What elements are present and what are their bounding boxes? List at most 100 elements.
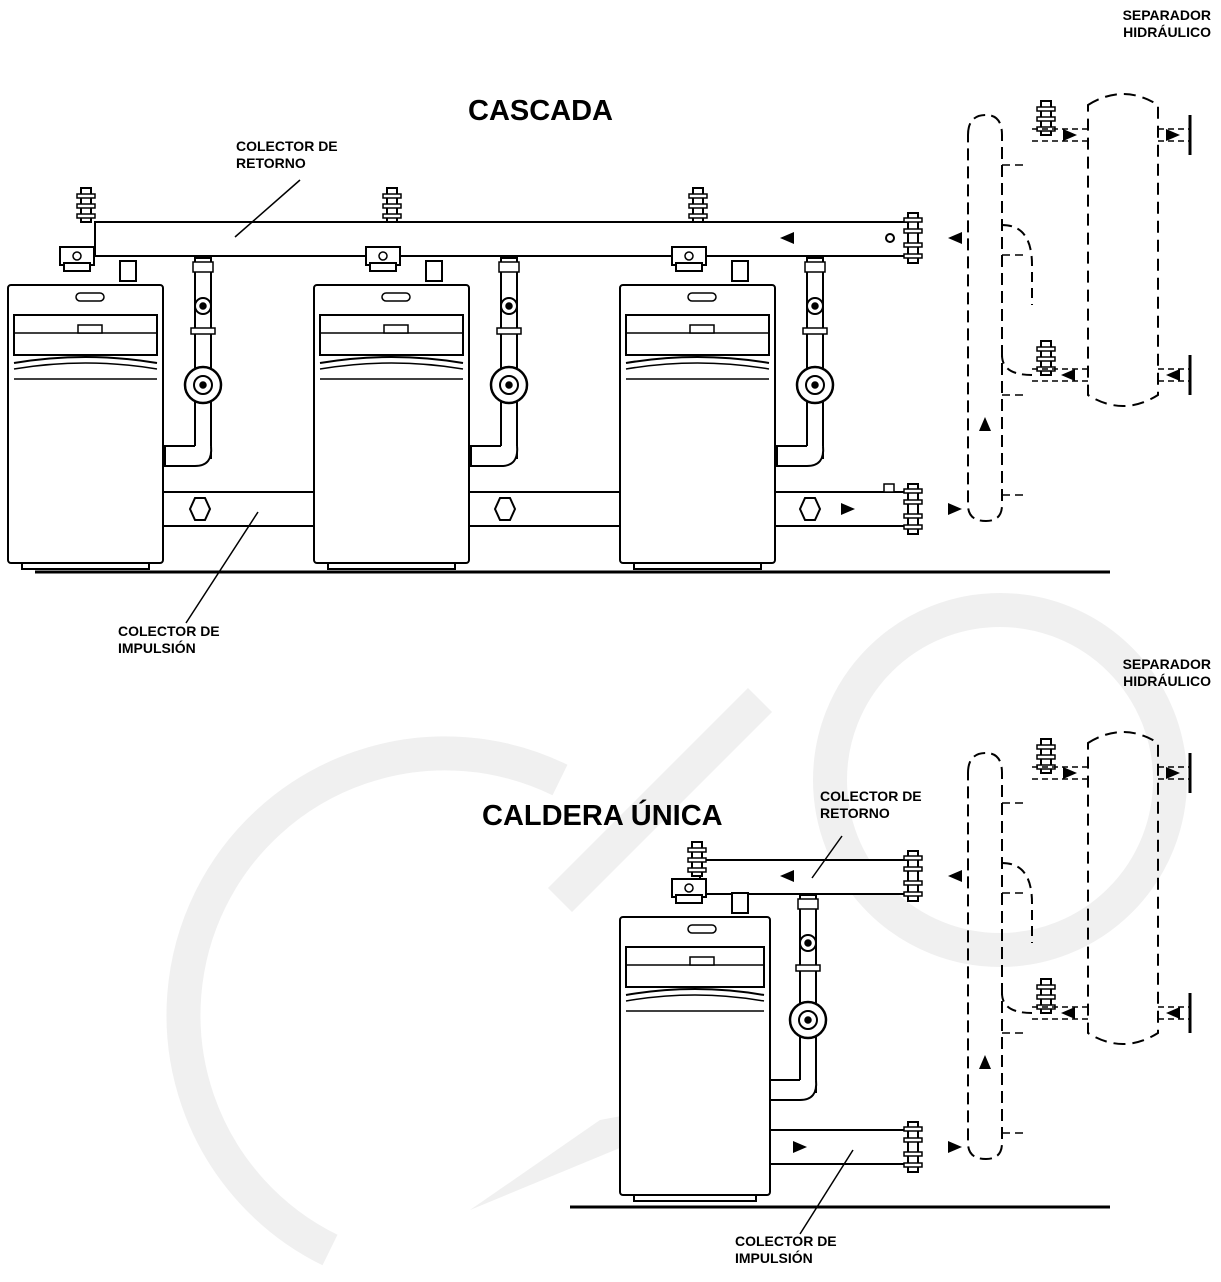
pump-group-2 xyxy=(470,257,529,467)
boiler-control-panel xyxy=(625,946,765,988)
distributor-outline xyxy=(967,751,1003,1161)
hex-nipple xyxy=(493,497,517,521)
pump-union xyxy=(795,964,821,972)
flange-bolt xyxy=(903,488,923,494)
hex-nipple xyxy=(798,497,822,521)
flange-bolt xyxy=(903,253,923,259)
pump-group-1 xyxy=(164,257,223,467)
circulator-pump-core xyxy=(199,381,207,389)
flow-arrow xyxy=(1063,129,1077,141)
label-line: COLECTOR DE xyxy=(118,623,220,639)
valve-bolt xyxy=(1036,356,1056,362)
valve-bolt xyxy=(76,193,96,199)
return-air-vent xyxy=(76,187,96,223)
boiler-base xyxy=(633,562,762,570)
flange-bolt xyxy=(903,1162,923,1168)
flange-bolt xyxy=(903,242,923,248)
flow-arrow xyxy=(780,870,794,882)
boiler-base xyxy=(327,562,456,570)
cascade-separator xyxy=(967,93,1192,523)
pump-pipe xyxy=(194,257,212,459)
boiler-door-curve xyxy=(13,356,158,364)
boiler-neck xyxy=(369,262,397,272)
valve-bolt xyxy=(382,213,402,219)
single-supply-flange xyxy=(903,1121,923,1173)
cascade-return-collector-label: COLECTOR DE RETORNO xyxy=(236,138,338,172)
pump-elbow xyxy=(470,445,519,467)
valve-bolt xyxy=(76,213,96,219)
return-air-vent xyxy=(382,187,402,223)
cascade-title: CASCADA xyxy=(468,95,613,127)
pump-elbow xyxy=(164,445,213,467)
return-loop xyxy=(1001,862,1033,943)
boiler-door-curve xyxy=(625,988,765,996)
cascade-section xyxy=(7,93,1192,624)
boiler-2 xyxy=(313,246,470,570)
single-air-vent xyxy=(687,841,707,877)
return-loop xyxy=(1001,992,1033,1014)
flange-plate xyxy=(907,483,919,535)
flow-arrow xyxy=(948,870,962,882)
separator-inlet-valve xyxy=(1036,340,1056,376)
flow-arrow xyxy=(841,503,855,515)
boiler-logo xyxy=(381,292,411,302)
boiler-logo xyxy=(75,292,105,302)
single-return-flange xyxy=(903,850,923,902)
flow-arrow xyxy=(780,232,794,244)
flow-arrow xyxy=(1166,1007,1180,1019)
flow-arrow xyxy=(948,232,962,244)
label-line: COLECTOR DE xyxy=(820,788,922,804)
flange-bolt xyxy=(903,513,923,519)
separator-body xyxy=(1087,731,1159,1045)
pump-fitting xyxy=(797,898,819,910)
boiler-base xyxy=(21,562,150,570)
label-line: IMPULSIÓN xyxy=(735,1250,813,1266)
pump-elbow xyxy=(769,1079,818,1101)
boiler-door-curve xyxy=(625,994,765,1002)
flange-bolt xyxy=(903,891,923,897)
boiler-control-panel xyxy=(625,314,770,356)
boiler-display xyxy=(383,324,409,334)
pump-union xyxy=(802,327,828,335)
boiler-outlet xyxy=(425,260,443,282)
valve-bolt xyxy=(76,203,96,209)
flange-bolt xyxy=(903,1137,923,1143)
valve-bolt xyxy=(1036,984,1056,990)
return-loop xyxy=(1001,224,1033,305)
pump-fitting xyxy=(498,261,520,273)
flange-bolt xyxy=(903,499,923,505)
pump-pipe xyxy=(806,257,824,459)
flange-bolt xyxy=(903,855,923,861)
circulator-pump-core xyxy=(505,381,513,389)
boiler-neck xyxy=(675,262,703,272)
boiler-door-curve xyxy=(625,362,770,370)
return-flange xyxy=(903,212,923,264)
label-line: COLECTOR DE xyxy=(735,1233,837,1249)
flow-arrow xyxy=(948,503,962,515)
boiler-outlet xyxy=(731,892,749,914)
single-supply-collector-label: COLECTOR DE IMPULSIÓN xyxy=(735,1233,837,1267)
cascade-separator-label: SEPARADOR HIDRÁULICO xyxy=(1123,7,1211,41)
boiler-3 xyxy=(619,246,776,570)
separator-inlet-valve xyxy=(1036,738,1056,774)
flange-bolt xyxy=(903,866,923,872)
flange-bolt xyxy=(903,880,923,886)
flow-arrow xyxy=(1166,129,1180,141)
boiler-logo xyxy=(687,924,717,934)
single-return-pipe xyxy=(699,859,911,895)
flange-bolt xyxy=(903,524,923,530)
valve-bolt xyxy=(688,213,708,219)
label-line: SEPARADOR xyxy=(1122,7,1211,23)
label-line: SEPARADOR xyxy=(1122,656,1211,672)
label-line: HIDRÁULICO xyxy=(1123,673,1211,689)
supply-collector-leader xyxy=(185,511,259,624)
label-line: HIDRÁULICO xyxy=(1123,24,1211,40)
single-return-collector-label: COLECTOR DE RETORNO xyxy=(820,788,922,822)
valve-bolt xyxy=(1036,754,1056,760)
boiler-display xyxy=(689,956,715,966)
flange-plate xyxy=(907,1121,919,1173)
valve-bolt xyxy=(688,193,708,199)
watermark-letter xyxy=(166,736,568,1266)
